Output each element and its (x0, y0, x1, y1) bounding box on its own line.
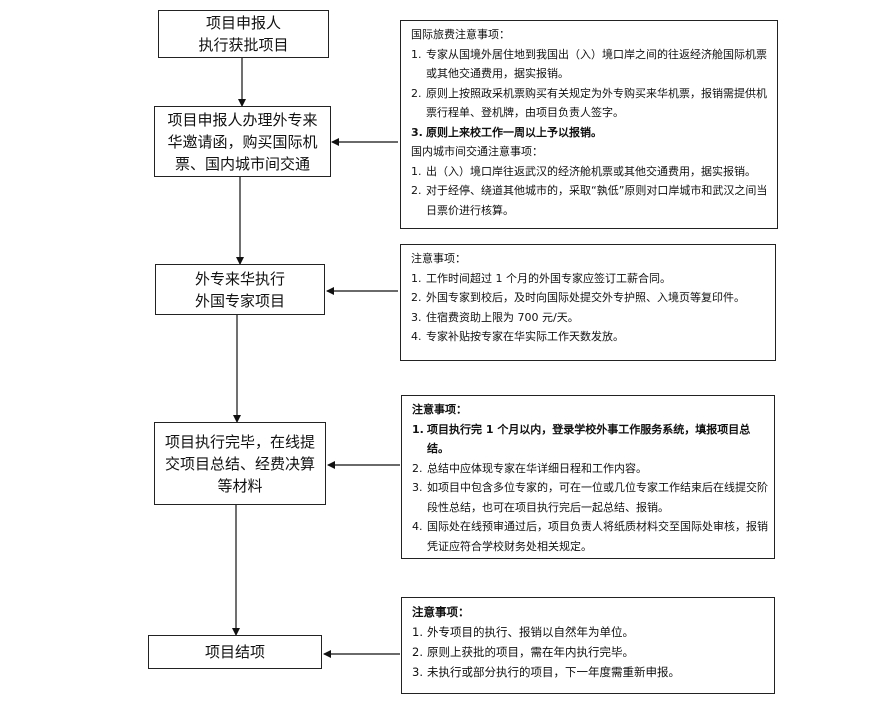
step-submit-summary: 项目执行完毕，在线提 交项目总结、经费决算 等材料 (154, 422, 326, 505)
note-list: 1.工作时间超过 1 个月的外国专家应签订工薪合同。 2.外国专家到校后，及时向… (411, 269, 769, 347)
note-item: 3.如项目中包含多位专家的，可在一位或几位专家工作结束后在线提交阶段性总结，也可… (412, 481, 768, 514)
note-title: 注意事项： (412, 605, 470, 619)
note-expert-visit: 注意事项： 1.工作时间超过 1 个月的外国专家应签订工薪合同。 2.外国专家到… (400, 244, 776, 361)
note-item: 2.原则上按照政采机票购买有关规定为外专购买来华机票，报销需提供机票行程单、登机… (411, 86, 767, 120)
note-list: 1.专家从国境外居住地到我国出（入）境口岸之间的往返经济舱国际机票或其他交通费用… (411, 45, 771, 143)
note-project-closure: 注意事项： 1.外专项目的执行、报销以自然年为单位。 2.原则上获批的项目，需在… (401, 597, 775, 694)
note-item: 2.总结中应体现专家在华详细日程和工作内容。 (412, 461, 647, 475)
note-item: 1.外专项目的执行、报销以自然年为单位。 (412, 625, 634, 639)
step-expert-visit: 外专来华执行 外国专家项目 (155, 264, 325, 315)
note-item: 1.出（入）境口岸往返武汉的经济舱机票或其他交通费用，据实报销。 (411, 164, 756, 178)
note-item: 3.住宿费资助上限为 700 元/天。 (411, 310, 579, 324)
note-title: 注意事项： (411, 252, 466, 265)
note-item: 4.专家补贴按专家在华实际工作天数发放。 (411, 330, 624, 343)
note-item: 2.原则上获批的项目，需在年内执行完毕。 (412, 645, 634, 659)
note-subtitle: 国内城市间交通注意事项： (411, 145, 543, 158)
note-list: 1.项目执行完 1 个月以内，登录学校外事工作服务系统，填报项目总结。 2.总结… (412, 420, 768, 557)
note-list: 1.外专项目的执行、报销以自然年为单位。 2.原则上获批的项目，需在年内执行完毕… (412, 622, 768, 682)
note-title: 国际旅费注意事项： (411, 28, 510, 41)
note-item: 3.原则上来校工作一周以上予以报销。 (411, 125, 602, 139)
note-item: 2.对于经停、绕道其他城市的，采取“孰低”原则对口岸城市和武汉之间当日票价进行核… (411, 184, 768, 217)
note-item: 1.专家从国境外居住地到我国出（入）境口岸之间的往返经济舱国际机票或其他交通费用… (411, 47, 767, 81)
step-execute-approved-project: 项目申报人 执行获批项目 (158, 10, 329, 58)
note-travel-expenses: 国际旅费注意事项： 1.专家从国境外居住地到我国出（入）境口岸之间的往返经济舱国… (400, 20, 778, 229)
note-item: 3.未执行或部分执行的项目，下一年度需重新申报。 (412, 665, 680, 679)
step-project-closure: 项目结项 (148, 635, 322, 669)
note-item: 1.项目执行完 1 个月以内，登录学校外事工作服务系统，填报项目总结。 (412, 422, 751, 456)
note-list-domestic: 1.出（入）境口岸往返武汉的经济舱机票或其他交通费用，据实报销。 2.对于经停、… (411, 162, 771, 221)
note-item: 4.国际处在线预审通过后，项目负责人将纸质材料交至国际处审核，报销凭证应符合学校… (412, 520, 768, 553)
note-title: 注意事项： (412, 403, 467, 416)
note-item: 1.工作时间超过 1 个月的外国专家应签订工薪合同。 (411, 271, 671, 285)
note-project-summary: 注意事项： 1.项目执行完 1 个月以内，登录学校外事工作服务系统，填报项目总结… (401, 395, 775, 559)
step-invitation-and-tickets: 项目申报人办理外专来 华邀请函，购买国际机 票、国内城市间交通 (154, 106, 331, 177)
note-item: 2.外国专家到校后，及时向国际处提交外专护照、入境页等复印件。 (411, 291, 745, 304)
